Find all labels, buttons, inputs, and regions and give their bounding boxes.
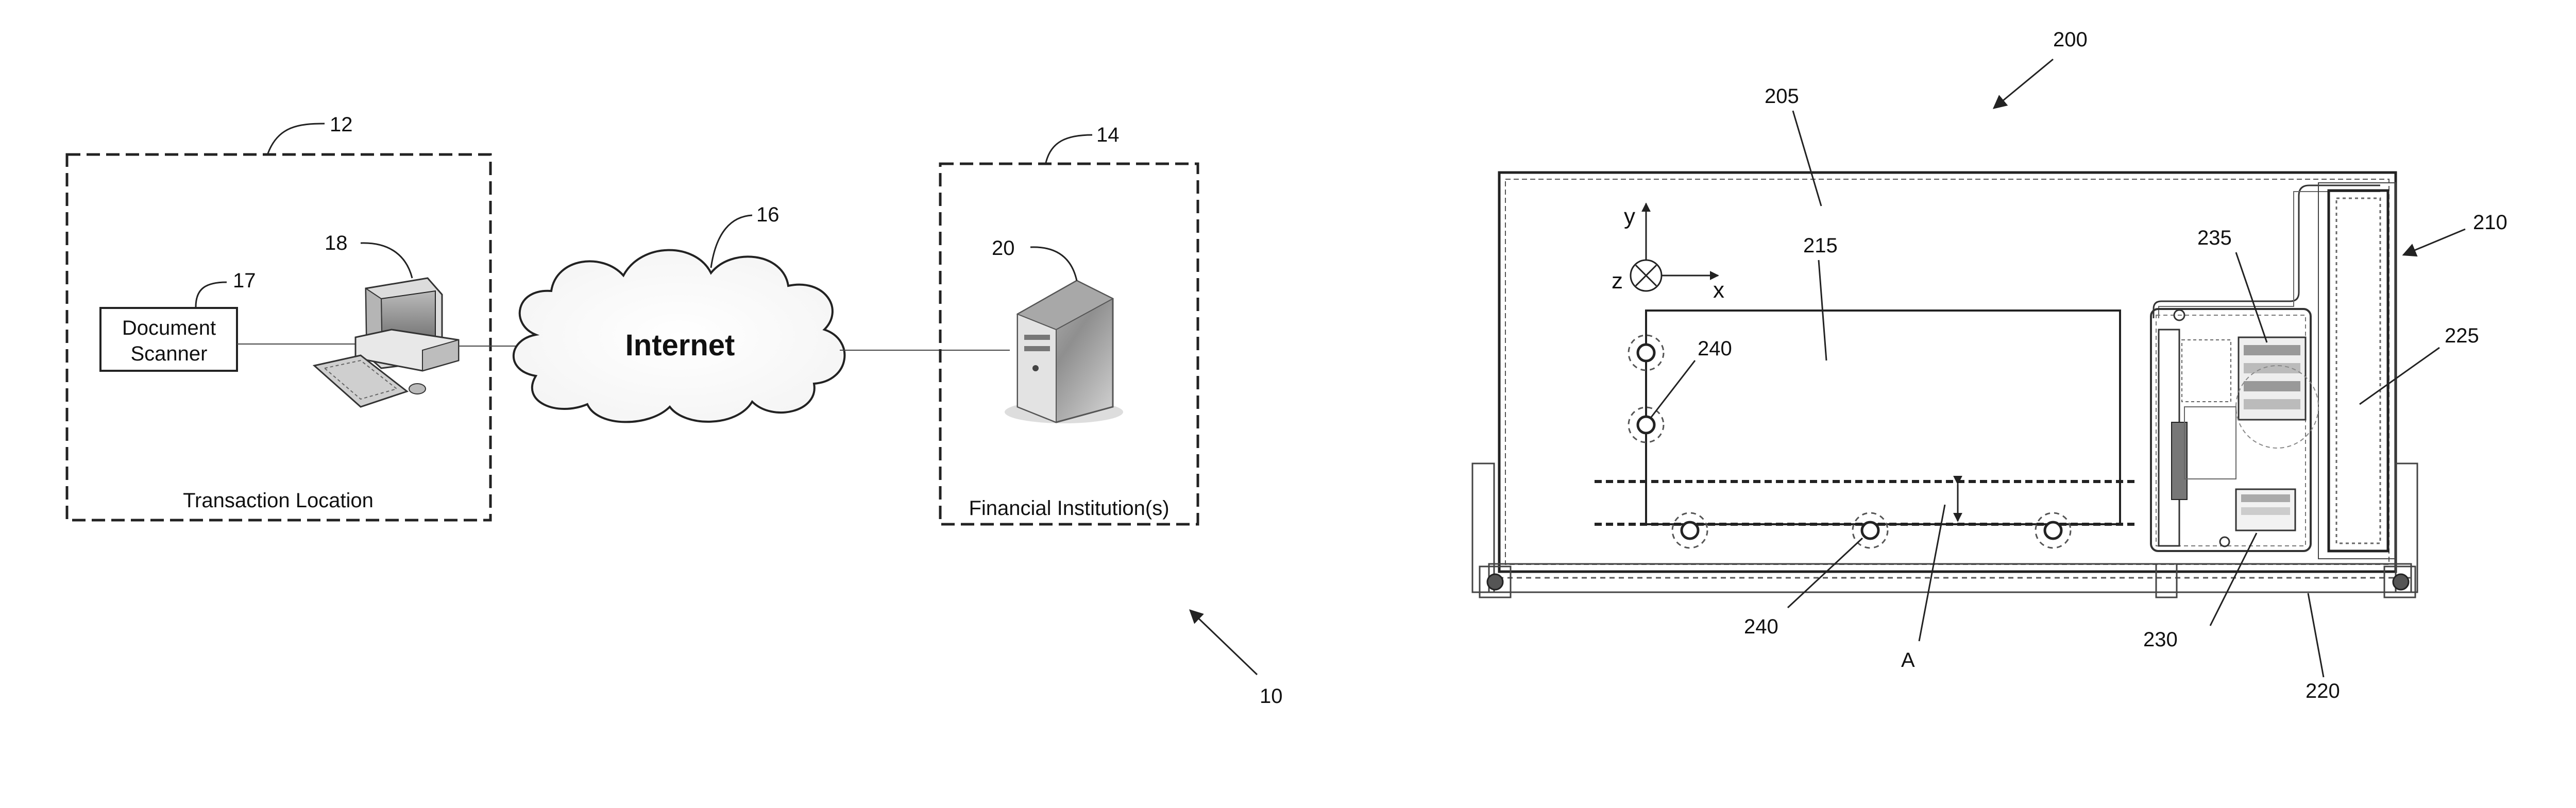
left-foot: [1472, 463, 1494, 592]
ref-215: 215: [1803, 234, 1838, 257]
ref-220: 220: [2306, 680, 2340, 702]
ref-205: 205: [1765, 85, 1799, 108]
arrow-210: [2403, 229, 2465, 255]
leader-220: [2308, 593, 2324, 677]
ref-20: 20: [992, 237, 1015, 260]
leader-14: [1046, 135, 1092, 163]
ref-A: A: [1901, 649, 1915, 672]
financial-institution-label: Financial Institution(s): [969, 497, 1169, 520]
ref-16: 16: [756, 203, 779, 226]
leader-205: [1793, 111, 1821, 206]
figure-apparatus: 200 205 220 y x z 215: [1472, 28, 2507, 702]
ref-200: 200: [2053, 28, 2088, 51]
ref-210: 210: [2473, 211, 2507, 234]
ref-235: 235: [2197, 227, 2232, 249]
right-foot: [2396, 463, 2417, 592]
ref-17: 17: [233, 269, 256, 292]
leader-230: [2210, 533, 2257, 626]
arrow-200: [1994, 59, 2053, 108]
arrow-10: [1190, 610, 1257, 675]
axis-x-label: x: [1713, 278, 1724, 303]
ref-14: 14: [1096, 124, 1120, 146]
ref-18: 18: [325, 232, 348, 254]
leader-225: [2360, 348, 2439, 404]
leader-240-top: [1651, 360, 1695, 417]
leader-17: [196, 282, 227, 307]
computer-icon: [314, 278, 459, 407]
server-icon: [1005, 281, 1123, 423]
figure-network-system: 12 Transaction Location Document Scanner…: [67, 113, 1283, 708]
ref-12: 12: [330, 113, 353, 136]
ref-10: 10: [1260, 685, 1283, 708]
scanner-module: [2151, 183, 2396, 559]
leader-20: [1030, 247, 1077, 281]
document-scanner-label-line2: Scanner: [131, 342, 208, 365]
ref-240-bottom: 240: [1744, 615, 1778, 638]
roller-bottom-3: [2036, 513, 2071, 548]
leader-235: [2236, 252, 2267, 342]
internet-label: Internet: [625, 329, 735, 362]
strip-225: [2329, 191, 2388, 551]
axis-y-label: y: [1624, 204, 1635, 229]
document-scanner-label-line1: Document: [122, 317, 216, 339]
ref-240-top: 240: [1698, 337, 1732, 360]
transaction-location-label: Transaction Location: [183, 489, 374, 512]
ref-225: 225: [2445, 324, 2479, 347]
leader-12: [268, 124, 325, 153]
axis-z-label: z: [1612, 268, 1623, 294]
roller-bottom-1: [1672, 513, 1707, 548]
ref-230: 230: [2143, 628, 2178, 651]
leader-18: [361, 243, 412, 278]
